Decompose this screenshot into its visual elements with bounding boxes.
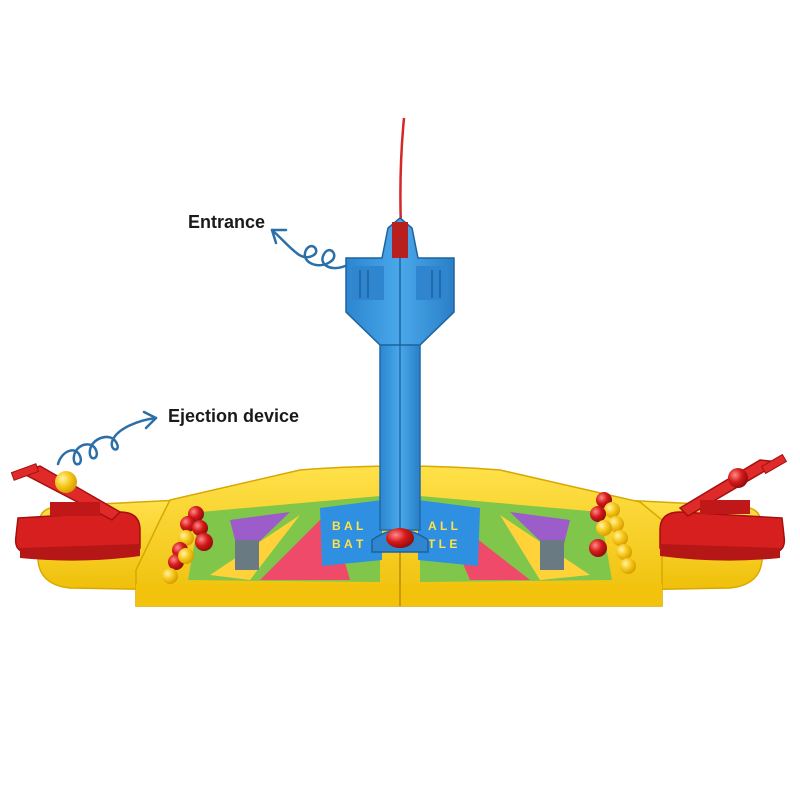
right-ejection-device xyxy=(659,453,788,561)
svg-text:T L E: T L E xyxy=(428,537,457,551)
entrance-label: Entrance xyxy=(188,212,266,232)
right-ball-rack xyxy=(589,492,636,574)
entrance-tower xyxy=(345,117,455,553)
svg-text:B A T: B A T xyxy=(332,537,364,551)
svg-text:B A L: B A L xyxy=(332,519,363,533)
ejection-device-label: Ejection device xyxy=(168,406,300,426)
svg-text:A L L: A L L xyxy=(428,519,458,533)
left-ball-rack xyxy=(162,506,213,584)
playfield: B A L B A T A L L T L E xyxy=(188,496,612,582)
left-ejection-device xyxy=(10,463,141,561)
curly-arrow-icon xyxy=(56,410,158,466)
curly-arrow-icon xyxy=(270,228,347,270)
